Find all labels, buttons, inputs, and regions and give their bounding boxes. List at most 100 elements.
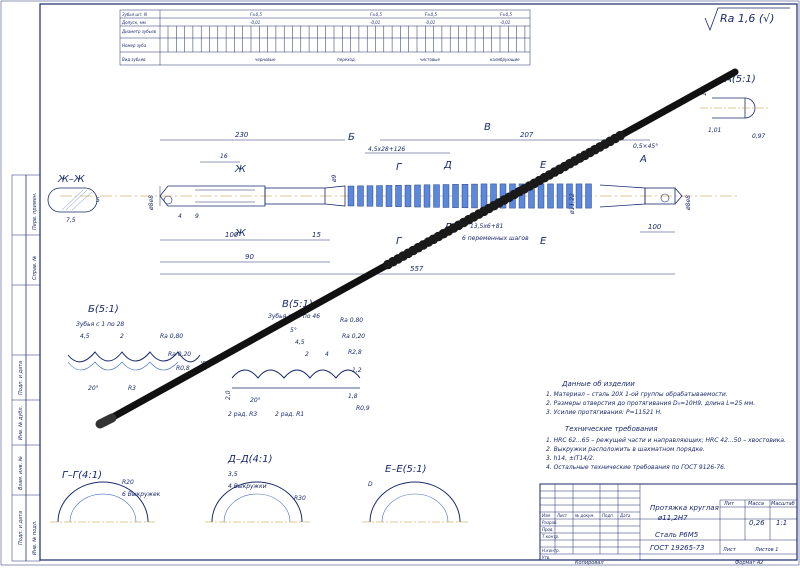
broach-tooth (366, 185, 374, 207)
table-group-3: F±0,5 (500, 12, 512, 17)
detail-v-1-2: 1,2 (352, 367, 362, 374)
detail-b-4-5: 4,5 (80, 333, 90, 340)
marker-e1: Е (540, 160, 547, 171)
detail-v-label: В(5:1) (282, 299, 313, 310)
table-tol-3: -0,01 (500, 20, 510, 25)
tb-name-1: Протяжка круглая (650, 504, 719, 512)
dim-0-5x45: 0,5×45° (633, 143, 658, 150)
dim-d9n: ø9 (331, 174, 338, 183)
broach-rod-overlay (95, 68, 739, 429)
table-group-0: F±0,5 (250, 12, 262, 17)
detail-v-20: 20° (250, 397, 261, 404)
broach-tooth (585, 183, 592, 209)
marker-a: А (639, 154, 647, 165)
dim-230: 230 (235, 131, 249, 139)
strip-label-6: Инв. № подл. (32, 521, 38, 556)
table-row-label-4: Вид зубьев (122, 57, 146, 62)
drawing-frame (39, 3, 798, 561)
detail-b-ra020: Ra 0,20 (168, 351, 191, 358)
detail-v-4: 4 (325, 351, 329, 358)
broach-tooth (537, 183, 545, 209)
section-zh-zh: Ж–Ж 7,5 5 (47, 174, 100, 224)
tb-sheets: Листов 1 (754, 547, 778, 553)
section-d-d: Д–Д(4:1) 3,5 4 Выкружки R30 (205, 454, 310, 523)
marker-zh2: Ж (234, 228, 247, 239)
detail-b: Б(5:1) Зубья с 1 по 28 4,5 2 Ra 0,80 Ra … (67, 304, 208, 392)
dim-207: 207 (520, 131, 534, 139)
broach-tooth (547, 183, 554, 209)
dim-0-97: 0,97 (752, 133, 766, 140)
broach-tooth (357, 185, 364, 207)
dim-d8e8b: ø8e8 (685, 195, 692, 211)
detail-b-2: 2 (120, 333, 124, 340)
strip-label-3: Инв. № дубл. (18, 406, 24, 440)
tb-row-nkontr: Н.контр. (542, 548, 560, 553)
dim-13-5: 13,5x6+81 (470, 223, 503, 230)
section-g-6vy: 6 Выкружек (122, 491, 161, 498)
table-group-2: F±0,5 (425, 12, 437, 17)
rod-ridge (615, 130, 625, 141)
detail-b-sub: Зубья с 1 по 28 (76, 321, 124, 328)
dim-4: 4 (178, 213, 182, 220)
title-block: Изм Лист № докум. Подп. Дата Разраб. Про… (539, 483, 798, 566)
tb-row-prov: Пров. (542, 527, 554, 532)
broach-tooth (556, 183, 564, 209)
detail-v-1-8: 1,8 (348, 393, 358, 400)
table-tol-0: -0,01 (250, 20, 260, 25)
tb-name-2: ø11,2H7 (657, 514, 688, 522)
strip-label-4: Взам. инв. № (18, 456, 24, 490)
dim-16: 16 (220, 153, 228, 160)
strip-label-0: Перв. примен. (32, 192, 38, 230)
detail-v-2r3: 2 рад. R3 (228, 411, 257, 418)
detail-b-r3: R3 (128, 385, 136, 392)
tb-row-list: Лист (556, 513, 568, 518)
dim-7-5: 7,5 (66, 217, 76, 224)
table-tol-1: -0,01 (370, 20, 380, 25)
section-zh-zh-label: Ж–Ж (57, 174, 86, 185)
tb-col-masshtab: Масштаб (771, 501, 795, 507)
detail-a-label: А(5:1) (724, 74, 756, 85)
broach-main-view (60, 183, 740, 209)
marker-g1: Г (396, 162, 403, 173)
table-row-label-0: Зубья шт. N (122, 12, 147, 17)
dim-d11-22: ø11,22 (569, 193, 576, 215)
strip-label-5: Подп. и дата (18, 511, 24, 545)
broach-tooth (461, 183, 469, 208)
roughness-label: Ra 1,6 (√) (720, 12, 774, 25)
table-kind-3: калибрующие (490, 57, 520, 62)
tb-copied: Копировал (575, 560, 604, 566)
section-markers: Б В Г Д Е Ж Ж Г Д А Е (234, 122, 647, 247)
strip-label-1: Справ. № (32, 256, 38, 280)
section-e-d: D (368, 481, 373, 488)
dim-6var: 6 переменных шагов (462, 235, 529, 242)
detail-b-label: Б(5:1) (88, 304, 119, 315)
tb-row-utv: Утв. (542, 555, 550, 560)
detail-v-ra020: Ra 0,20 (342, 333, 365, 340)
dim-557: 557 (410, 265, 424, 273)
table-kind-1: переход. (337, 57, 356, 62)
broach-tooth (452, 184, 459, 208)
marker-g2: Г (396, 236, 403, 247)
detail-v: В(5:1) Зубья с 29 по 46 5° 4,5 2 4 Ra 0,… (225, 299, 370, 418)
section-d-label: Д–Д(4:1) (227, 454, 273, 465)
dim-9: 9 (195, 213, 199, 220)
dim-100b: 100 (648, 223, 662, 231)
notes-data-2: 3. Усилие протягивания: P=11521 Н. (546, 409, 662, 416)
tb-row-tkontr: Т.контр. (542, 534, 559, 539)
broach-tooth (414, 184, 421, 208)
notes-tech-3: 4. Остальные технические требования по Г… (546, 464, 726, 471)
detail-v-2r1: 2 рад. R1 (275, 411, 304, 418)
section-g-r20: R20 (122, 479, 134, 486)
broach-tooth (395, 185, 402, 207)
detail-v-4-5: 4,5 (295, 339, 305, 346)
table-row-label-2: Диаметр зубьев (121, 29, 157, 34)
section-e-e: Е–Е(5:1) D (362, 464, 468, 523)
broach-tooth (575, 183, 583, 209)
section-g-label: Г–Г(4:1) (62, 470, 102, 481)
notes-tech-1: 2. Выкружки расположить в шахматном поря… (546, 446, 705, 453)
broach-tooth (471, 183, 478, 209)
tb-row-izm: Изм (542, 513, 550, 518)
broach-tooth (347, 185, 355, 207)
